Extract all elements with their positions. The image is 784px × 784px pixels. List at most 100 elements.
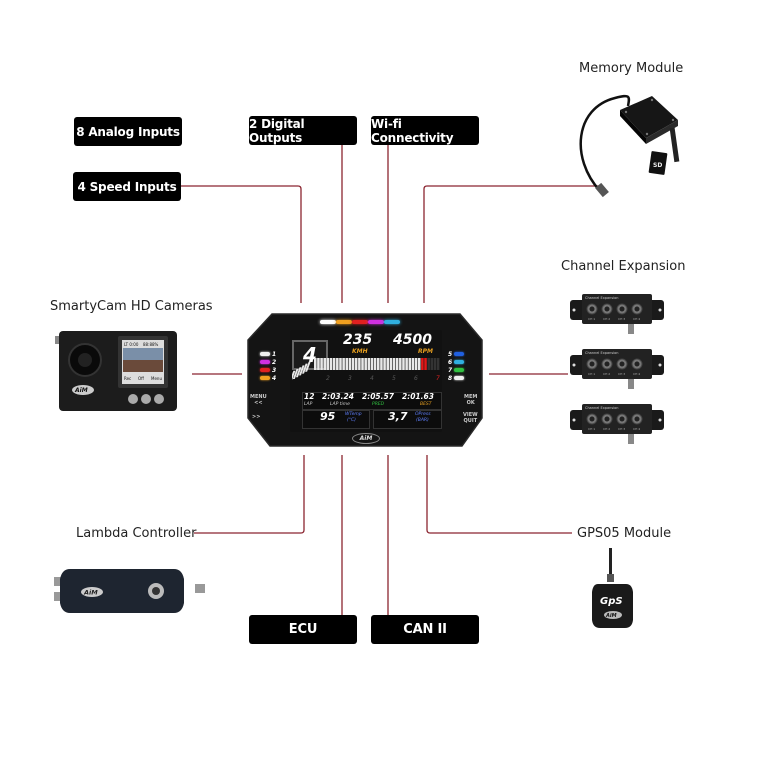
- sd-card-label: SD: [653, 162, 662, 169]
- wire-speed-inputs: [181, 185, 302, 303]
- menu-button[interactable]: MENU<<: [250, 394, 267, 406]
- tag-analog-inputs: 8 Analog Inputs: [74, 117, 182, 146]
- rpm-segment: [323, 358, 326, 370]
- rpm-segment: [370, 358, 374, 370]
- gear-indicator: 4: [292, 340, 328, 370]
- gps-label: GpS: [600, 596, 623, 607]
- label-smartycam: SmartyCam HD Cameras: [50, 299, 213, 314]
- rpm-segment: [320, 358, 323, 370]
- rpm-segment: [358, 358, 361, 370]
- tag-ecu: ECU: [249, 615, 357, 644]
- rpm-segment: [408, 358, 412, 370]
- lap-row: [302, 392, 442, 410]
- led-number: 3: [272, 367, 277, 374]
- rpm-segment: [348, 358, 352, 370]
- rpm-segment: [405, 358, 408, 370]
- pred-label: PRED: [372, 402, 385, 407]
- led-number: 6: [448, 359, 453, 366]
- rpm-segment: [430, 358, 434, 370]
- label-gps-module: GPS05 Module: [577, 526, 672, 541]
- led-7: [454, 368, 464, 372]
- led-3: [260, 368, 270, 372]
- rpm-tick-label: 4: [370, 375, 374, 382]
- rpm-tick-label: 5: [392, 375, 396, 382]
- aim-logo: AiM: [352, 433, 380, 444]
- tag-can-ii: CAN II: [371, 615, 479, 644]
- led-number: 1: [272, 351, 277, 358]
- rpm-segment: [292, 369, 299, 379]
- svg-text:Channel Expansion: Channel Expansion: [585, 406, 619, 410]
- svg-text:Off: Off: [138, 376, 144, 381]
- opress-label: OPress: [415, 412, 431, 417]
- svg-text:CH 4: CH 4: [633, 372, 640, 376]
- shift-lights: [320, 320, 400, 324]
- rpm-segment: [380, 358, 383, 370]
- svg-text:CH 2: CH 2: [603, 317, 610, 321]
- led-1: [260, 352, 270, 356]
- tag-digital-outputs: 2 Digital Outputs: [249, 116, 357, 145]
- rpm-segment: [414, 358, 418, 370]
- svg-text:CH 2: CH 2: [603, 427, 610, 431]
- best-value: 2:01.63: [402, 392, 434, 401]
- next-button[interactable]: >>: [252, 414, 261, 420]
- svg-text:CH 1: CH 1: [588, 427, 595, 431]
- rpm-segment: [383, 358, 386, 370]
- rpm-segment: [421, 358, 424, 370]
- wire-lambda: [194, 455, 305, 534]
- svg-text:Menu: Menu: [151, 376, 162, 381]
- speed-unit: KMH: [352, 348, 368, 355]
- rpm-segment: [332, 358, 336, 370]
- led-number: 7: [448, 367, 453, 374]
- led-number: 5: [448, 351, 453, 358]
- svg-text:CH 2: CH 2: [603, 372, 610, 376]
- rpm-value: 4500: [393, 332, 432, 348]
- led-8: [454, 376, 464, 380]
- rpm-segment: [377, 358, 380, 370]
- led-4: [260, 376, 270, 380]
- rpm-segment: [314, 358, 317, 370]
- opress-unit: (BAR): [416, 418, 429, 423]
- svg-text:LT 0:00: LT 0:00: [124, 342, 139, 347]
- rpm-segment: [329, 358, 333, 370]
- led-6: [454, 360, 464, 364]
- wtemp-label: WTemp: [345, 412, 362, 417]
- rpm-segment: [298, 365, 305, 376]
- rpm-tick-label: 6: [414, 375, 418, 382]
- rpm-segment: [427, 358, 430, 370]
- smartycam-image: AiM LT 0:00 88:88% Rec Off Menu: [55, 330, 180, 412]
- svg-text:Channel Expansion: Channel Expansion: [585, 351, 619, 355]
- rpm-segment: [386, 358, 389, 370]
- svg-text:Channel Expansion: Channel Expansion: [585, 296, 619, 300]
- best-label: BEST: [420, 402, 432, 407]
- rpm-segment: [295, 367, 302, 378]
- label-memory-module: Memory Module: [579, 61, 684, 76]
- svg-text:CH 3: CH 3: [618, 427, 625, 431]
- rpm-segment: [342, 358, 345, 370]
- wire-gps: [426, 455, 572, 534]
- rpm-segment: [373, 358, 377, 370]
- rpm-segment: [402, 358, 405, 370]
- rpm-segment: [305, 361, 311, 372]
- smartycam-logo: AiM: [74, 387, 88, 394]
- led-2: [260, 360, 270, 364]
- rpm-segment: [339, 358, 342, 370]
- rpm-segment: [424, 358, 427, 370]
- gps-module-image: GpS AiM: [588, 548, 638, 633]
- shift-light: [352, 320, 368, 324]
- svg-text:CH 1: CH 1: [588, 317, 595, 321]
- wtemp-box: [302, 410, 370, 429]
- tag-wifi-connectivity: Wi-fi Connectivity: [371, 116, 479, 145]
- shift-light: [368, 320, 384, 324]
- svg-text:AiM: AiM: [605, 613, 617, 619]
- svg-text:88:88%: 88:88%: [143, 342, 159, 347]
- rpm-segment: [345, 358, 349, 370]
- lap-time-value: 2:03.24: [322, 392, 354, 401]
- rpm-tick-label: 7: [436, 375, 440, 382]
